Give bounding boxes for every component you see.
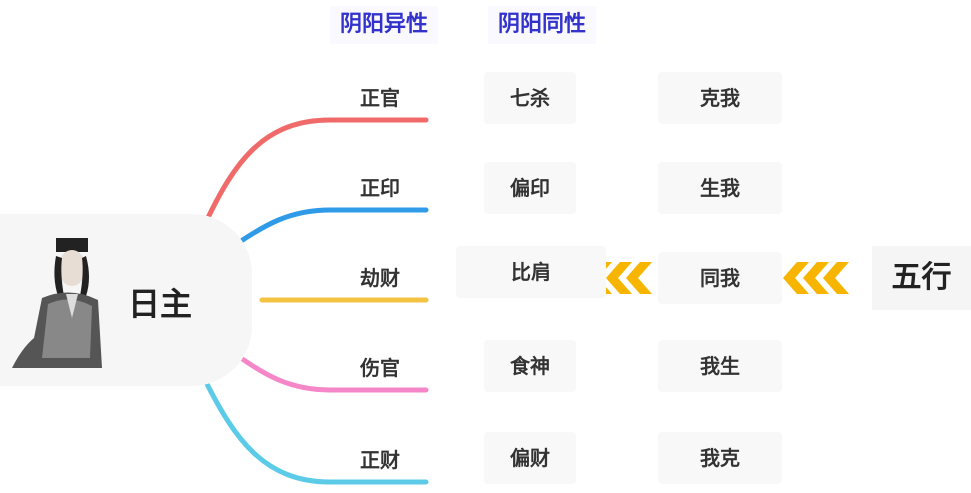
relation-wo-sheng: 我生 (658, 340, 782, 392)
ten-god-zhengyin: 正印 (360, 176, 400, 200)
relation-wo-ke: 我克 (658, 432, 782, 484)
chevron-arrows-left-icon (783, 262, 849, 294)
five-elements-label: 五行 (872, 246, 971, 310)
header-yin-yang-different: 阴阳异性 (330, 6, 439, 44)
ten-god-zhengguan: 正官 (360, 86, 400, 110)
ten-god-qisha: 七杀 (484, 72, 576, 124)
relation-ke-wo: 克我 (658, 72, 782, 124)
relation-sheng-wo: 生我 (658, 162, 782, 214)
branch-line-zhengcai (202, 377, 429, 485)
ten-god-shishen: 食神 (484, 340, 576, 392)
branch-line-zhengyin (235, 207, 429, 246)
ten-god-shangguan: 伤官 (360, 356, 400, 380)
ten-god-bijian: 比肩 (456, 246, 606, 298)
relation-tong-wo: 同我 (658, 252, 782, 304)
branch-line-shangguan (235, 353, 429, 393)
ten-god-zhengcai: 正财 (360, 448, 400, 472)
branch-line-zhengguan (202, 117, 429, 227)
root-label: 日主 (128, 285, 193, 323)
ten-god-jiecai: 劫财 (360, 266, 400, 290)
header-yin-yang-same: 阴阳同性 (488, 6, 597, 44)
scholar-portrait-icon (12, 238, 102, 368)
ten-god-pianyin: 偏印 (484, 162, 576, 214)
ten-god-piancai: 偏财 (484, 432, 576, 484)
